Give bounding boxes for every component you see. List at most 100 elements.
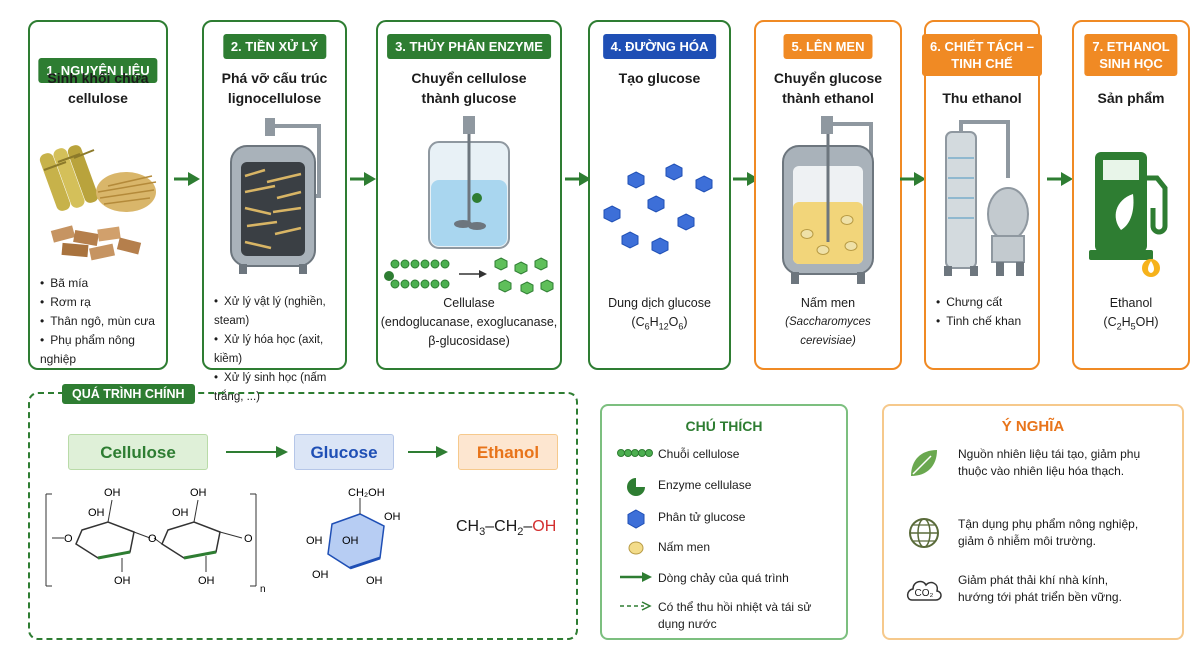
stage-3-enzymatic-hydrolysis: 3. THỦY PHÂN ENZYME Chuyển cellulose thà… <box>376 20 562 370</box>
flow-arrow-1 <box>174 172 200 186</box>
stage-5-caption: Nấm men (Saccharomyces cerevisiae) <box>756 294 900 351</box>
caption-line-italic: (Saccharomyces cerevisiae) <box>785 316 871 347</box>
stage-6-separation: 6. CHIẾT TÁCH – TINH CHẾ Thu ethanol Chư… <box>921 20 1043 370</box>
glucose-molecules-illustration <box>590 162 729 262</box>
solid-arrow-icon <box>614 570 658 584</box>
oh-label: OH <box>114 575 131 587</box>
globe-icon <box>902 516 946 550</box>
oh-label: OH <box>172 507 189 519</box>
legend-item-yeast: Nấm men <box>614 539 838 557</box>
badge-line: SINH HỌC <box>1099 56 1163 71</box>
list-item: Xử lý hóa học (axit, kiềm) <box>214 331 345 369</box>
legend-label: Có thể thu hồi nhiệt và tái sử dụng nước <box>658 600 812 631</box>
stage-5-title: Chuyển glucose thành ethanol <box>773 70 883 106</box>
flow-arrow-6 <box>1047 172 1073 186</box>
stage-7-title: Sản phẩm <box>1097 90 1165 106</box>
significance-item-emissions: CO₂ Giảm phát thải khí nhà kính, hướng t… <box>902 572 1172 606</box>
legend-item-flow: Dòng chảy của quá trình <box>614 570 838 587</box>
stage-1-raw-material: 1. NGUYÊN LIỆU Sinh khối chứa cellulose <box>28 20 168 370</box>
o-label: O <box>148 533 157 545</box>
enzyme-icon <box>614 477 658 497</box>
caption-line: Nấm men <box>800 296 856 310</box>
stage-4-title: Tạo glucose <box>618 70 701 86</box>
stage-2-badge: 2. TIỀN XỬ LÝ <box>222 34 327 59</box>
legend-label: Dòng chảy của quá trình <box>658 571 789 585</box>
oh-label: OH <box>384 511 401 523</box>
caption-line: β-glucosidase) <box>428 334 510 348</box>
ethanol-structural-formula: CH3–CH2–OH <box>456 518 557 539</box>
glucose-formula: (C6H12O6) <box>631 315 688 332</box>
legend-label: Chuỗi cellulose <box>658 447 740 461</box>
oh-label: OH <box>198 575 215 587</box>
stage-7-bioethanol: 7. ETHANOL SINH HỌC Sản phẩm Ethanol (C2… <box>1072 20 1190 370</box>
legend-panel: CHÚ THÍCH Chuỗi cellulose Enzyme cellula… <box>600 404 848 640</box>
stage-3-caption: Cellulase (endoglucanase, exoglucanase, … <box>378 294 560 351</box>
flow-arrow-5 <box>900 172 926 186</box>
o-label: O <box>64 533 73 545</box>
oh-label: OH <box>190 487 207 499</box>
process-arrow-1 <box>226 446 288 458</box>
distillation-column-illustration <box>926 118 1038 278</box>
fermenter-illustration <box>756 116 900 286</box>
list-item: Tinh chế khan <box>936 312 1021 331</box>
list-item: Phụ phẩm nông nghiệp <box>40 331 166 369</box>
stage-5-fermentation: 5. LÊN MEN Chuyển glucose thành ethanol … <box>754 20 902 370</box>
yeast-icon <box>614 539 658 557</box>
biomass-illustration <box>30 132 166 267</box>
stage-6-bullets: Chưng cất Tinh chế khan <box>936 293 1021 331</box>
n-label: n <box>260 584 266 595</box>
stage-2-title: Phá vỡ cấu trúc lignocellulose <box>221 70 328 106</box>
legend-label: Nấm men <box>658 540 711 554</box>
sugarcane-icon <box>39 145 99 211</box>
caption-line: Cellulase <box>443 296 495 310</box>
stage-4-caption: Dung dịch glucose (C6H12O6) <box>590 294 729 337</box>
wood-chips-icon <box>50 225 142 261</box>
stage-1-badge: 1. NGUYÊN LIỆU <box>38 58 158 83</box>
badge-line: TINH CHẾ <box>951 56 1013 71</box>
flow-arrow-2 <box>350 172 376 186</box>
oh-label: OH <box>342 535 359 547</box>
oh-label: OH <box>366 575 383 587</box>
cellulose-chain-icon <box>614 446 658 460</box>
stage-1-bullets: Bã mía Rơm rạ Thân ngô, mùn cưa Phụ phẩm… <box>40 274 166 369</box>
oh-label: OH <box>88 507 105 519</box>
flow-arrow-3 <box>565 172 591 186</box>
significance-title: Ý NGHĨA <box>1001 418 1065 435</box>
legend-item-recovery: Có thể thu hồi nhiệt và tái sử dụng nước <box>614 599 838 633</box>
stage-4-badge: 4. ĐƯỜNG HÓA <box>602 34 717 59</box>
stage-6-badge: 6. CHIẾT TÁCH – TINH CHẾ <box>921 34 1043 76</box>
significance-item-renewable: Nguồn nhiên liệu tái tạo, giảm phụ thuộc… <box>902 446 1172 480</box>
list-item: Xử lý vật lý (nghiền, steam) <box>214 293 345 331</box>
caption-line: Dung dịch glucose <box>608 296 711 310</box>
dashed-arrow-icon <box>614 599 658 613</box>
significance-text: Tận dụng phụ phẩm nông nghiệp, giảm ô nh… <box>958 517 1139 548</box>
glucose-structure: CH₂OH OH OH OH OH OH <box>306 487 401 587</box>
glucose-hexagon-icon <box>614 509 658 529</box>
badge-line: 6. CHIẾT TÁCH – <box>929 39 1035 54</box>
glucose-box: Glucose <box>294 434 394 470</box>
caption-line: (endoglucanase, exoglucanase, <box>380 315 558 329</box>
co2-label: CO₂ <box>914 588 934 599</box>
legend-item-enzyme: Enzyme cellulase <box>614 477 838 497</box>
list-item: Chưng cất <box>936 293 1021 312</box>
stage-6-title: Thu ethanol <box>942 90 1022 106</box>
legend-item-glucose: Phân tử glucose <box>614 509 838 529</box>
legend-item-cellulose-chain: Chuỗi cellulose <box>614 446 838 463</box>
leaf-icon <box>902 446 946 480</box>
hydrolysis-tank-illustration <box>378 116 560 256</box>
stage-2-bullets: Xử lý vật lý (nghiền, steam) Xử lý hóa h… <box>214 293 345 407</box>
oh-label: OH <box>306 535 323 547</box>
significance-text: Giảm phát thải khí nhà kính, hướng tới p… <box>958 573 1122 604</box>
main-process-title: QUÁ TRÌNH CHÍNH <box>62 384 195 404</box>
list-item: Thân ngô, mùn cưa <box>40 312 166 331</box>
stage-3-title: Chuyển cellulose thành glucose <box>411 70 527 106</box>
stage-5-badge: 5. LÊN MEN <box>783 34 873 59</box>
hydrolysis-scheme <box>378 252 560 298</box>
legend-label: Phân tử glucose <box>658 510 746 524</box>
o-label: O <box>244 533 253 545</box>
badge-line: 7. ETHANOL <box>1092 39 1170 54</box>
stage-2-pretreatment: 2. TIỀN XỬ LÝ Phá vỡ cấu trúc lignocellu… <box>202 20 347 403</box>
main-process-panel: QUÁ TRÌNH CHÍNH Cellulose Glucose Ethano… <box>28 384 578 640</box>
process-arrow-2 <box>408 446 448 458</box>
significance-item-byproducts: Tận dụng phụ phẩm nông nghiệp, giảm ô nh… <box>902 516 1172 550</box>
